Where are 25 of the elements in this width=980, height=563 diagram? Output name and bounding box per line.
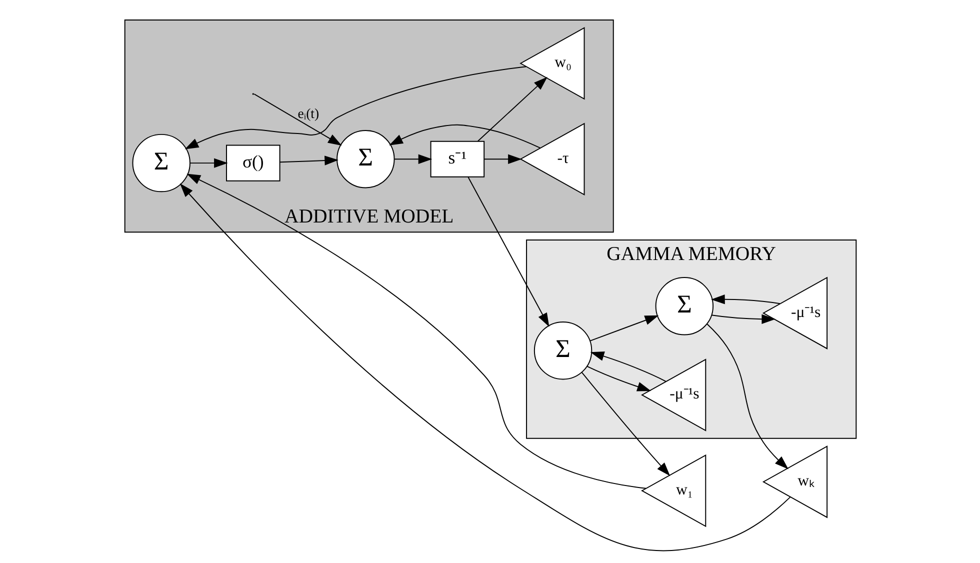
arrow [179, 183, 790, 552]
arrow [186, 174, 646, 489]
arrow [476, 76, 547, 142]
arrow [394, 154, 432, 164]
node-circle: Σ [533, 321, 592, 380]
node-box: s⁻¹ [430, 140, 484, 178]
node-circle: Σ [132, 134, 190, 192]
arrow [388, 124, 540, 148]
arrow [483, 154, 522, 164]
arrow [184, 66, 526, 150]
arrow [189, 158, 228, 168]
node-box: σ() [226, 144, 280, 182]
arrow [590, 352, 666, 382]
arrow [580, 372, 670, 476]
edge-label: eᵢ(t) [297, 106, 319, 121]
node-circle: Σ [654, 277, 714, 336]
arrow [467, 176, 549, 327]
arrow [253, 94, 342, 146]
arrow [279, 156, 338, 166]
node-circle: Σ [336, 130, 394, 188]
arrow [710, 314, 776, 324]
arrow [589, 315, 658, 342]
arrow [586, 366, 651, 392]
arrow [706, 323, 788, 470]
arrow [710, 294, 780, 304]
